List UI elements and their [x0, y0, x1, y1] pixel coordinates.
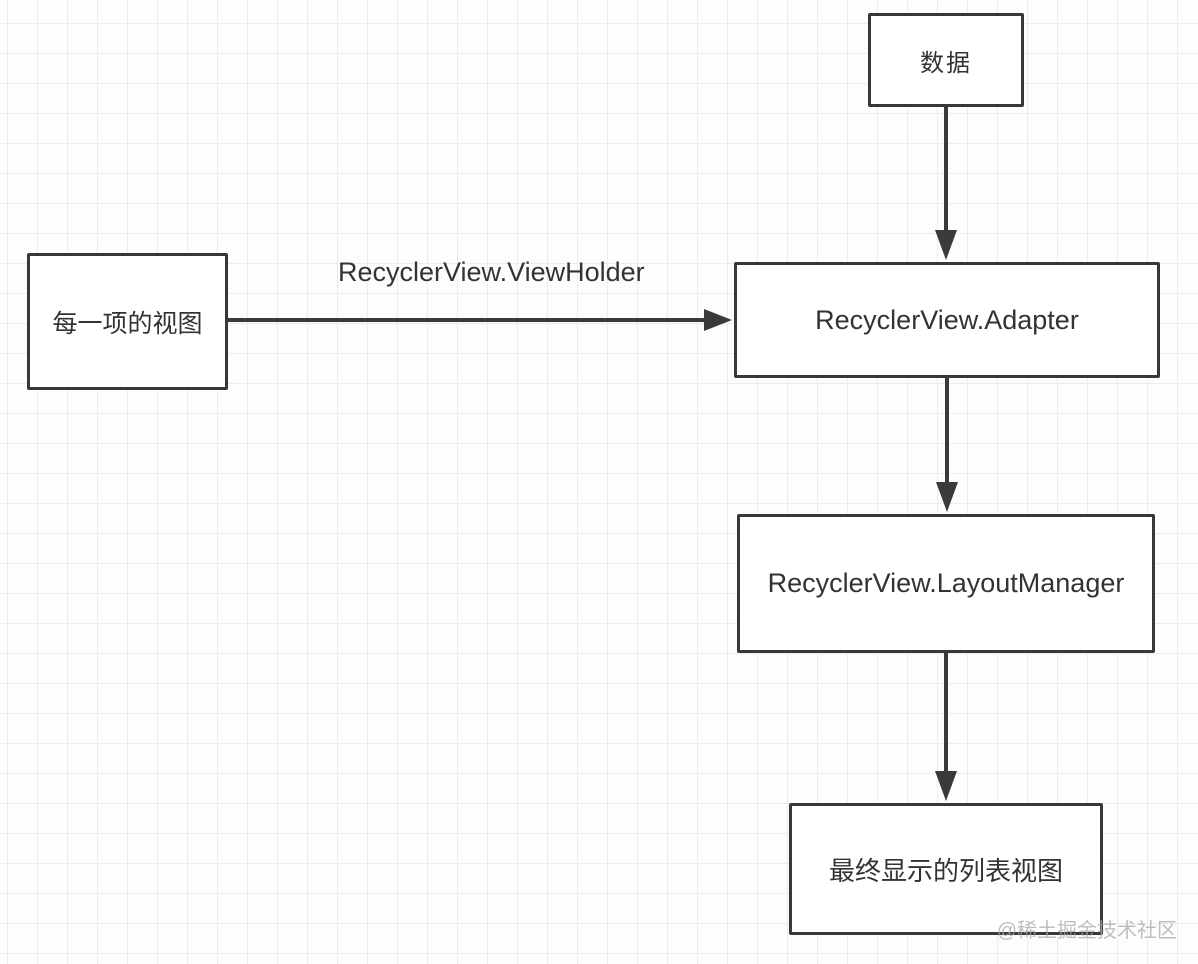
- node-data: 数据: [868, 13, 1024, 107]
- node-final-list-label: 最终显示的列表视图: [828, 855, 1063, 886]
- node-adapter-label: RecyclerView.Adapter: [815, 304, 1079, 335]
- edge-label-viewholder: RecyclerView.ViewHolder: [338, 257, 645, 287]
- watermark: @稀土掘金技术社区: [996, 920, 1177, 942]
- node-adapter: RecyclerView.Adapter: [734, 262, 1160, 378]
- edge-data-to-adapter-arrowhead-icon: [935, 230, 957, 260]
- edge-itemview-to-adapter-arrowhead-icon: [704, 309, 732, 331]
- edge-layoutmanager-to-finallist-arrowhead-icon: [935, 771, 957, 801]
- node-layout-manager-label: RecyclerView.LayoutManager: [767, 568, 1125, 598]
- edge-adapter-to-layoutmanager-arrowhead-icon: [936, 482, 958, 512]
- node-final-list: 最终显示的列表视图: [789, 803, 1103, 935]
- node-data-label: 数据: [920, 49, 972, 77]
- node-layout-manager: RecyclerView.LayoutManager: [737, 514, 1155, 653]
- node-item-view-label: 每一项的视图: [52, 309, 203, 338]
- node-item-view: 每一项的视图: [27, 253, 228, 390]
